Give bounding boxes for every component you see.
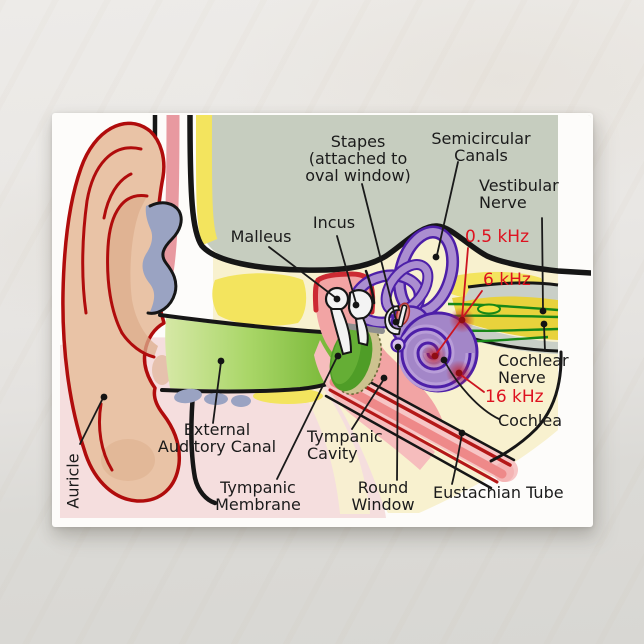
eustachian-tube-shape (324, 366, 518, 490)
cartilage-shapes (142, 201, 251, 407)
frequency-leader-dots (431, 316, 466, 377)
head-outline (187, 115, 591, 276)
structural-lines (364, 269, 563, 463)
nerve-ganglion (477, 303, 501, 315)
temporal-region-shape (198, 115, 591, 271)
leader-lines (79, 161, 546, 485)
leader-dots (100, 253, 548, 437)
